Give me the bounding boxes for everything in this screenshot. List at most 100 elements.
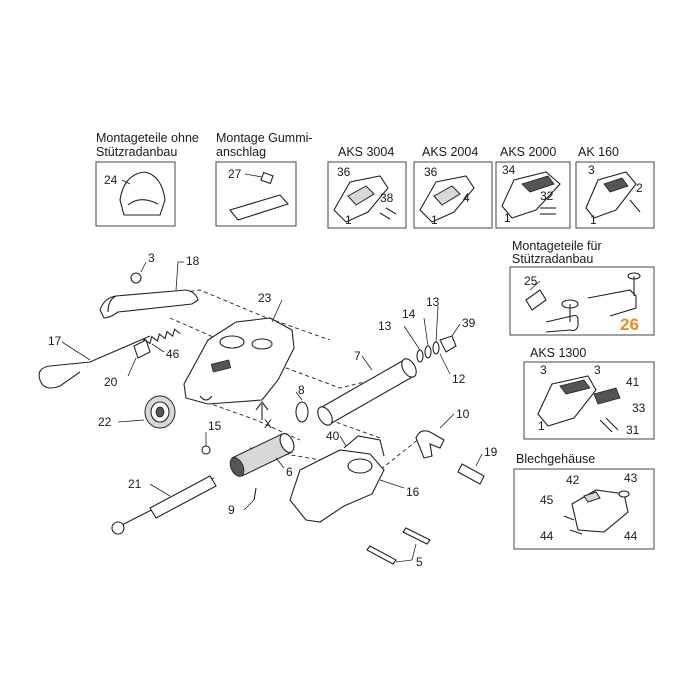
- bolt-shape: [366, 545, 397, 565]
- nut-shape: [201, 445, 211, 455]
- part-label: 14: [402, 307, 416, 321]
- leader-line: [361, 355, 373, 371]
- inset-title: Stützradanbau: [96, 145, 177, 159]
- pin-part: [545, 314, 579, 333]
- tube-end: [401, 358, 417, 378]
- part-21-shock-absorber: 21: [111, 475, 217, 535]
- leader-line: [395, 559, 413, 563]
- part-label: 36: [424, 165, 438, 179]
- part-8-ring: 8: [295, 383, 309, 423]
- housing-opening: [251, 338, 273, 350]
- part-18-handle: 18: [99, 254, 200, 319]
- tube-body: [319, 359, 415, 425]
- inset-aks2004: AKS 2004 36 4 1: [413, 145, 493, 229]
- part-label: 3: [540, 363, 547, 377]
- latch-shape: [415, 430, 445, 459]
- inset-title: Montage Gummi-: [216, 131, 313, 145]
- bolt: [629, 199, 641, 213]
- part-label: 43: [624, 471, 638, 485]
- part-5-bolts: 5: [366, 527, 431, 569]
- part-label: 7: [354, 349, 361, 363]
- wear-indicator: [593, 387, 621, 405]
- cable-loop: [39, 371, 81, 389]
- part-label: 41: [626, 375, 640, 389]
- part-label: 18: [186, 254, 200, 268]
- bracket-shape: [289, 449, 385, 523]
- part-label: 3: [594, 363, 601, 377]
- part-label: 38: [380, 191, 394, 205]
- inset-title: AKS 1300: [530, 346, 586, 360]
- part-label: 16: [406, 485, 420, 499]
- leader-line: [423, 317, 429, 347]
- part-20-bracket: 20: [104, 339, 151, 389]
- housing-shape: [183, 317, 295, 405]
- cover-part: [119, 171, 166, 216]
- leader-line: [529, 280, 541, 291]
- leader-line: [403, 325, 421, 351]
- part-22-bellow: 22: [98, 395, 176, 429]
- tube-end: [317, 406, 333, 426]
- bracket-top: [343, 435, 385, 457]
- part-label: 1: [590, 213, 597, 227]
- inset-ak160: AK 160 3 2 1: [575, 145, 655, 229]
- leader-line: [175, 261, 184, 291]
- leader-line: [149, 483, 171, 497]
- part-label: 4: [463, 191, 470, 205]
- part-label: 20: [104, 375, 118, 389]
- nut-39-shape: [439, 335, 457, 353]
- screws: [563, 515, 583, 535]
- leader-line: [244, 173, 263, 178]
- inset-aks2000: AKS 2000 34 32 1: [495, 145, 571, 229]
- part-label: 27: [228, 167, 242, 181]
- part-16-mounting-bracket: 40 16: [289, 429, 420, 523]
- part-46-spring: 46: [141, 328, 181, 361]
- coupling-handle: [433, 185, 461, 206]
- part-label: 21: [128, 477, 142, 491]
- part-label: 12: [452, 372, 466, 386]
- leader-line: [435, 305, 439, 343]
- bracket-part: [525, 289, 547, 311]
- inset-title: AKS 2000: [500, 145, 556, 159]
- part-label: 10: [456, 407, 470, 421]
- part-label: 44: [540, 529, 554, 543]
- part-label: 1: [431, 213, 438, 227]
- cylinder-end: [229, 457, 245, 477]
- part-label: 5: [416, 555, 423, 569]
- coupling-handle: [559, 379, 591, 395]
- part-label: 1: [538, 419, 545, 433]
- absorber-eye: [111, 521, 125, 535]
- part-label: 3: [148, 251, 155, 265]
- bracket-hole: [347, 458, 373, 474]
- plate-part: [229, 194, 289, 221]
- part-label: 22: [98, 415, 112, 429]
- cover-detail: [127, 199, 159, 206]
- inset-title: anschlag: [216, 145, 266, 159]
- inset-title: Blechgehäuse: [516, 452, 595, 466]
- housing-logo: [210, 359, 232, 373]
- part-6-cylinder: 6: [229, 433, 295, 479]
- bolts: [599, 417, 619, 433]
- part-label: 44: [624, 529, 638, 543]
- part-label: 42: [566, 473, 580, 487]
- part-label: 39: [462, 316, 476, 330]
- inset-title: Montageteile ohne: [96, 131, 199, 145]
- washer-shape: [424, 345, 432, 359]
- leader-line: [117, 419, 145, 423]
- part-label: 25: [524, 274, 538, 288]
- part-15-nut: 15: [201, 419, 222, 455]
- handle-shape: [99, 289, 199, 319]
- inset-montageteile-fuer: Montageteile für Stützradanbau 25 26: [509, 239, 655, 336]
- part-label: 46: [166, 347, 180, 361]
- inset-title: AKS 3004: [338, 145, 394, 159]
- part-17-breakaway-cable: 17: [38, 334, 151, 389]
- housing-top: [583, 491, 601, 503]
- inset-aks1300: AKS 1300 3 3 41 33 31 1: [523, 346, 655, 440]
- absorber-body: [149, 475, 217, 519]
- washer-shape: [416, 349, 424, 363]
- leader-line: [271, 299, 283, 323]
- part-label: 19: [484, 445, 498, 459]
- inset-blechgehaeuse: Blechgehäuse 42 43 45 44 44: [513, 452, 655, 550]
- part-label: 1: [504, 211, 511, 225]
- part-label: 45: [540, 493, 554, 507]
- leader-line: [379, 479, 405, 489]
